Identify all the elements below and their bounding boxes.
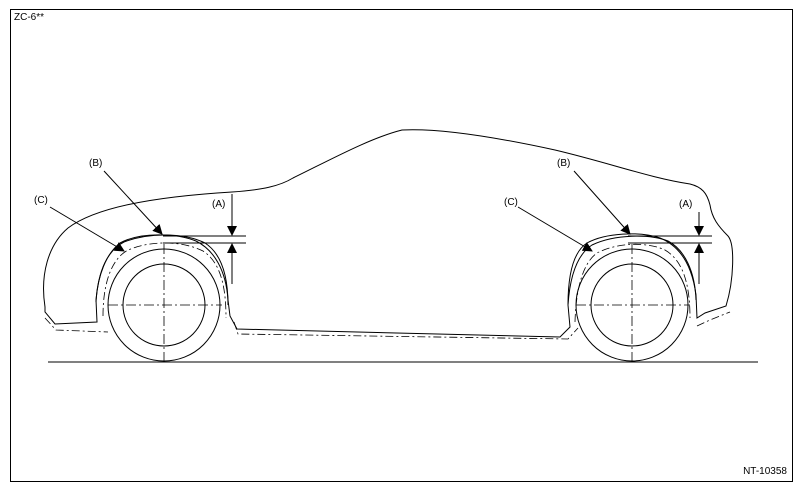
rear-c-leader-arrow [517,206,593,252]
rear-label-b: (B) [557,158,570,169]
front-arch-outer [95,234,229,306]
rear-wheel [575,244,690,362]
diagram-frame [10,9,793,482]
rear-arch-dashdot [574,243,691,323]
rear-label-a: (A) [679,199,692,210]
front-c-leader-arrow [49,206,125,252]
document-code: ZC-6** [14,12,45,23]
front-arch-dashdot [102,242,227,319]
front-wheel [107,244,222,362]
body-reference-dashdot [44,311,731,340]
car-body-outline [43,129,734,338]
rear-b-leader-arrow [573,170,631,235]
front-label-c: (C) [34,195,48,206]
rear-measurement [628,212,712,284]
front-label-b: (B) [89,158,102,169]
front-label-a: (A) [212,199,225,210]
figure-id: NT-10358 [743,466,787,477]
front-b-leader-arrow [103,170,163,235]
front-measurement [163,194,246,284]
rear-label-c: (C) [504,197,518,208]
